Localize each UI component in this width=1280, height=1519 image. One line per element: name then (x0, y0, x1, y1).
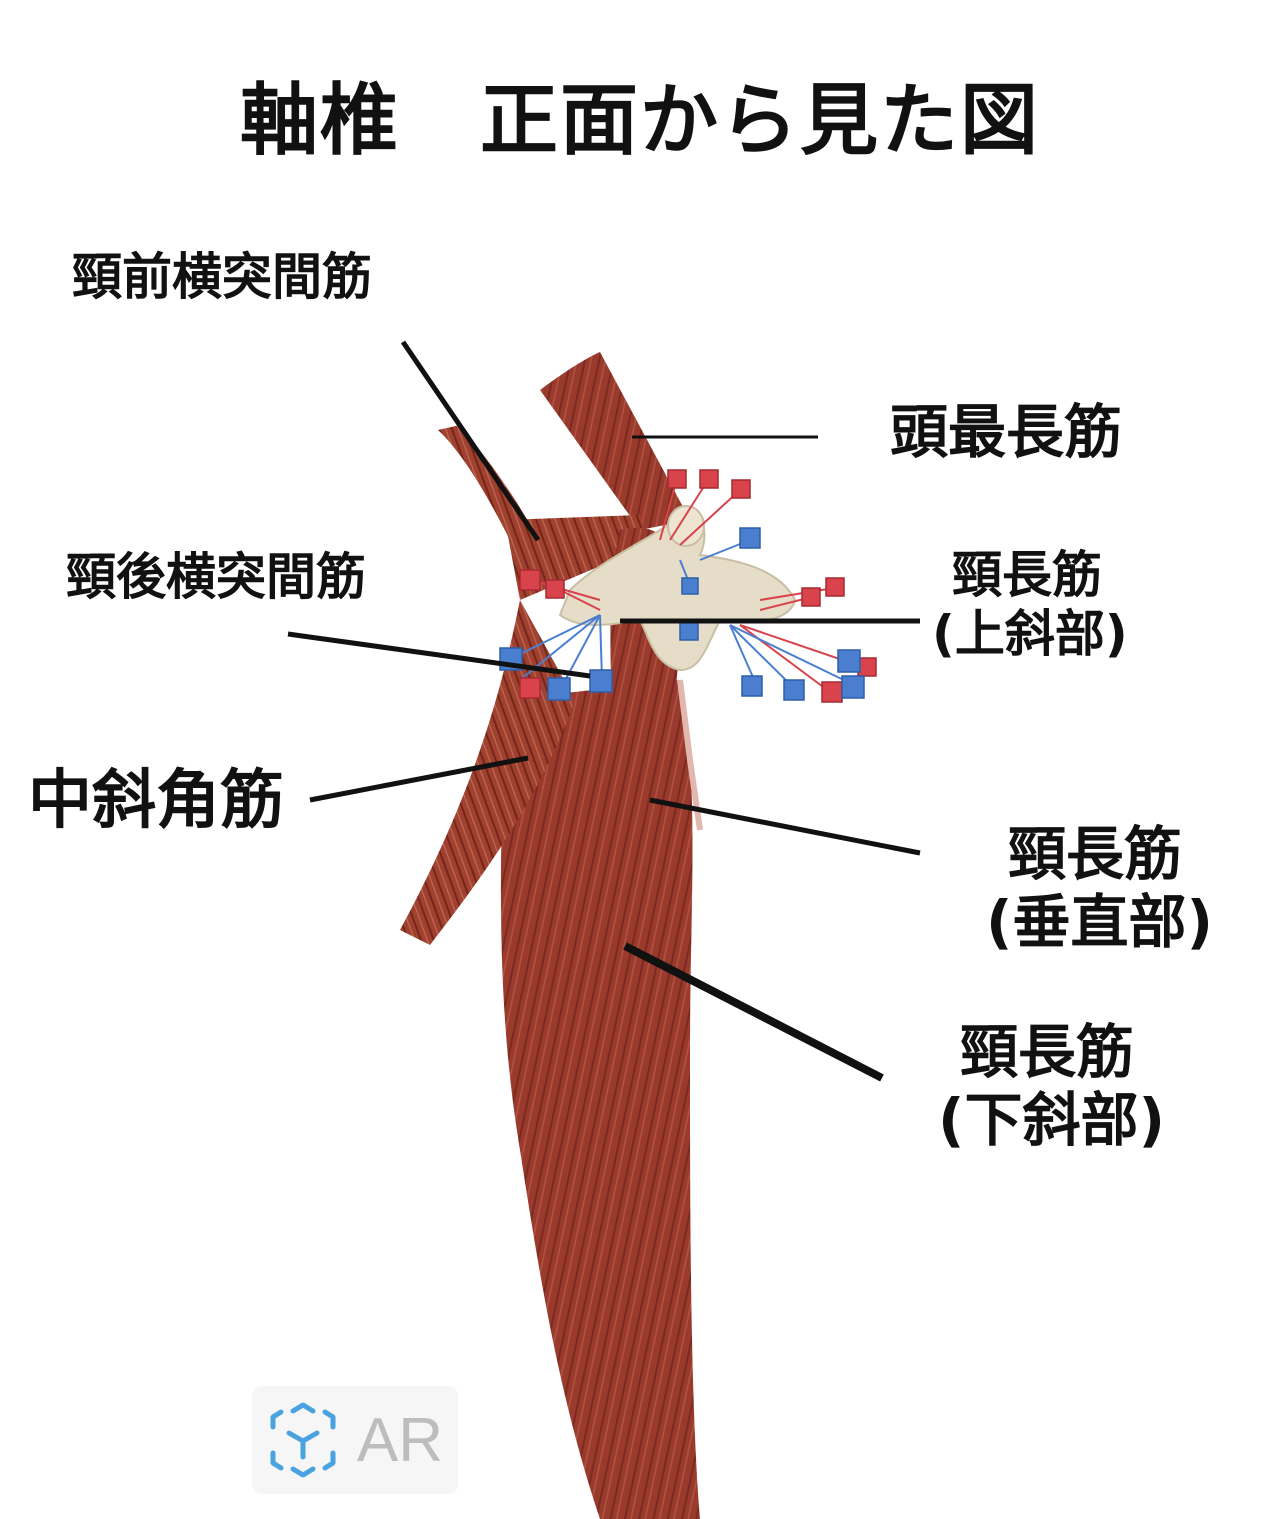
label-anterior-intertransverse: 頸前横突間筋 (72, 248, 372, 306)
leader-anterior-intertransverse (400, 340, 541, 542)
label-scalenus-medius: 中斜角筋 (28, 764, 284, 838)
ar-cube-icon (270, 1402, 336, 1478)
leader-posterior-intertransverse (287, 631, 591, 679)
attachment-markers (499, 469, 877, 703)
label-longus-colli-inferior-part: (下斜部) (938, 1086, 1166, 1155)
label-posterior-intertransverse: 頸後横突間筋 (66, 548, 366, 606)
label-longus-colli-vertical-name: 頸長筋 (1008, 820, 1183, 888)
leader-lines (287, 340, 921, 1082)
label-longus-colli-superior: 頸長筋 (上斜部) (932, 546, 1128, 664)
label-longus-colli-vertical: 頸長筋 (垂直部) (986, 820, 1213, 957)
leader-longus-colli-inferior (623, 942, 884, 1082)
leader-longus-colli-vertical (649, 797, 921, 856)
longus-colli-vertical-muscle (590, 527, 682, 1300)
label-longus-colli-inferior: 頸長筋 (下斜部) (938, 1018, 1165, 1155)
left-upper-muscle (505, 515, 650, 600)
label-longus-colli-vertical-part: (垂直部) (986, 888, 1214, 957)
label-longissimus-capitis: 頭最長筋 (890, 398, 1123, 466)
page-title: 軸椎 正面から見た図 (239, 76, 1040, 166)
dens-process (667, 505, 705, 547)
ar-button[interactable]: AR (252, 1386, 458, 1494)
ar-label: AR (356, 1405, 444, 1475)
label-longus-colli-superior-part: (上斜部) (932, 605, 1128, 663)
label-longus-colli-inferior-name: 頸長筋 (960, 1018, 1135, 1086)
label-longus-colli-superior-name: 頸長筋 (952, 546, 1102, 604)
longissimus-capitis-band (540, 352, 690, 530)
leader-scalenus-medius (309, 755, 529, 803)
